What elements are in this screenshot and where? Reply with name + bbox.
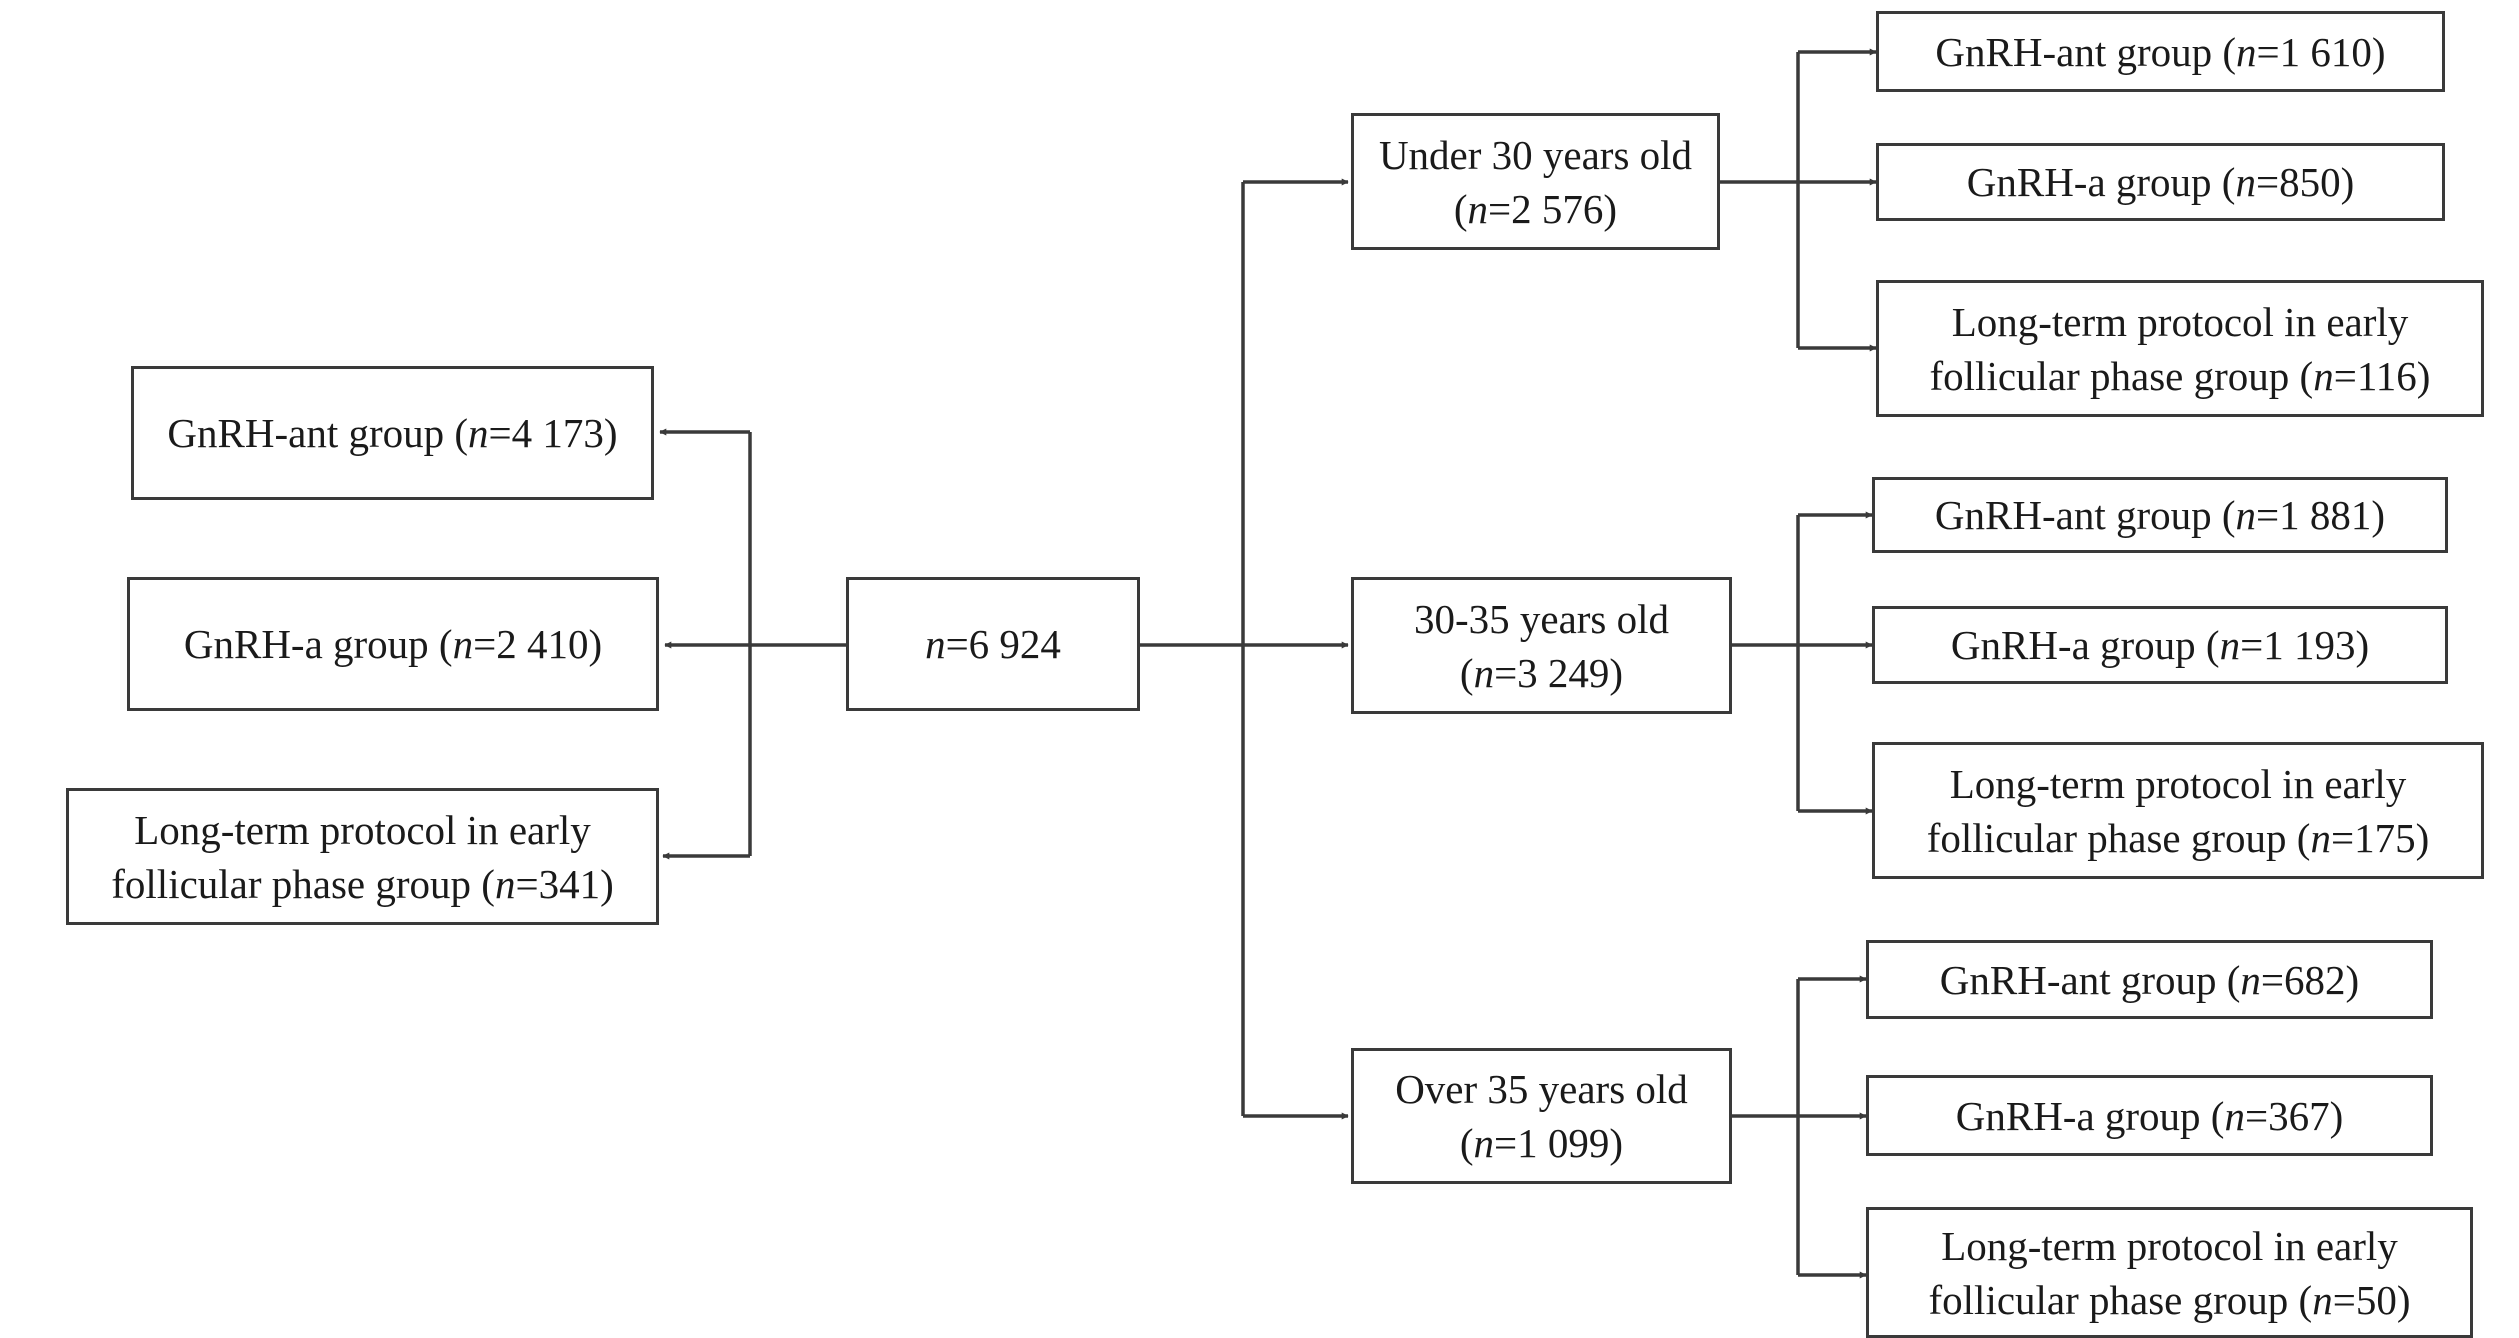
over-35-long-term-n-label: n	[2312, 1276, 2333, 1323]
age-over-35-n-label: n	[1473, 1120, 1495, 1166]
age-30-35-gnrh-a-n-label: n	[2219, 622, 2241, 668]
under-30-gnrh-ant-label: GnRH-ant group (	[1935, 28, 2237, 75]
under-30-gnrh-ant-box: GnRH-ant group (n=1 610)	[1876, 11, 2445, 92]
age-over-35-open: (	[1459, 1120, 1474, 1166]
left-long-term-n-value: =341)	[515, 860, 614, 907]
age-30-35-long-term-n-label: n	[2310, 814, 2331, 861]
over-35-gnrh-ant-n-value: =682)	[2260, 956, 2360, 1003]
age-under-30-n-value: =2 576)	[1488, 185, 1618, 232]
under-30-long-term-line2: follicular phase group (	[1929, 352, 2314, 399]
under-30-long-term-n-value: =116)	[2333, 352, 2431, 399]
age-30-35-long-term-box: Long-term protocol in early follicular ph…	[1872, 742, 2484, 879]
under-30-gnrh-a-n-value: =850)	[2255, 159, 2355, 205]
age-under-30-title: Under 30 years old	[1378, 131, 1693, 178]
root-n-label: n	[925, 621, 946, 667]
age-30-35-gnrh-a-n-value: =1 193)	[2240, 622, 2370, 668]
age-under-30-box: Under 30 years old (n=2 576)	[1351, 113, 1720, 250]
under-30-long-term-line1: Long-term protocol in early	[1951, 298, 2409, 345]
left-gnrh-ant-n-value: =4 173)	[488, 410, 618, 456]
over-35-gnrh-a-n-label: n	[2224, 1092, 2245, 1139]
age-30-35-n-label: n	[1473, 649, 1495, 696]
age-over-35-box: Over 35 years old (n=1 099)	[1351, 1048, 1732, 1184]
age-30-35-gnrh-ant-n-label: n	[2235, 492, 2257, 538]
left-long-term-n-label: n	[494, 860, 516, 907]
left-gnrh-ant-n-label: n	[468, 410, 489, 456]
under-30-long-term-n-label: n	[2313, 352, 2334, 399]
over-35-long-term-box: Long-term protocol in early follicular ph…	[1866, 1207, 2473, 1338]
left-long-term-box: Long-term protocol in early follicular ph…	[66, 788, 659, 925]
left-gnrh-ant-label: GnRH-ant group (	[167, 410, 469, 456]
left-gnrh-ant-box: GnRH-ant group (n=4 173)	[131, 366, 654, 500]
over-35-gnrh-ant-label: GnRH-ant group (	[1939, 956, 2241, 1003]
under-30-gnrh-a-label: GnRH-a group (	[1966, 159, 2236, 205]
left-gnrh-a-n-label: n	[452, 621, 474, 667]
left-long-term-line1: Long-term protocol in early	[134, 806, 591, 853]
age-30-35-box: 30-35 years old (n=3 249)	[1351, 577, 1732, 714]
left-long-term-line2: follicular phase group (	[111, 860, 495, 907]
age-over-35-n-value: =1 099)	[1494, 1120, 1624, 1166]
left-gnrh-a-n-value: =2 410)	[473, 621, 603, 667]
age-under-30-open: (	[1453, 185, 1468, 232]
over-35-long-term-line1: Long-term protocol in early	[1941, 1222, 2398, 1269]
age-30-35-gnrh-a-label: GnRH-a group (	[1950, 622, 2220, 668]
under-30-gnrh-a-box: GnRH-a group (n=850)	[1876, 143, 2445, 221]
over-35-gnrh-a-n-value: =367)	[2244, 1092, 2344, 1139]
age-30-35-gnrh-ant-label: GnRH-ant group (	[1934, 492, 2236, 538]
over-35-gnrh-ant-n-label: n	[2240, 956, 2261, 1003]
over-35-gnrh-ant-box: GnRH-ant group (n=682)	[1866, 940, 2433, 1019]
age-30-35-long-term-line2: follicular phase group (	[1926, 814, 2311, 861]
age-30-35-gnrh-ant-n-value: =1 881)	[2256, 492, 2386, 538]
age-under-30-n-label: n	[1467, 185, 1489, 232]
age-30-35-long-term-line1: Long-term protocol in early	[1949, 760, 2407, 807]
under-30-long-term-box: Long-term protocol in early follicular ph…	[1876, 280, 2484, 417]
under-30-gnrh-ant-n-label: n	[2236, 28, 2257, 75]
under-30-gnrh-ant-n-value: =1 610)	[2256, 28, 2386, 75]
age-30-35-open: (	[1459, 649, 1474, 696]
over-35-gnrh-a-label: GnRH-a group (	[1955, 1092, 2225, 1139]
over-35-long-term-line2: follicular phase group (	[1928, 1276, 2313, 1323]
age-over-35-title: Over 35 years old	[1395, 1066, 1688, 1112]
age-30-35-long-term-n-value: =175)	[2330, 814, 2430, 861]
left-gnrh-a-box: GnRH-a group (n=2 410)	[127, 577, 659, 711]
under-30-gnrh-a-n-label: n	[2235, 159, 2256, 205]
root-node: n=6 924	[846, 577, 1140, 711]
age-30-35-n-value: =3 249)	[1494, 649, 1624, 696]
over-35-gnrh-a-box: GnRH-a group (n=367)	[1866, 1075, 2433, 1156]
age-30-35-title: 30-35 years old	[1413, 595, 1670, 642]
age-30-35-gnrh-a-box: GnRH-a group (n=1 193)	[1872, 606, 2448, 684]
left-gnrh-a-label: GnRH-a group (	[183, 621, 453, 667]
over-35-long-term-n-value: =50)	[2332, 1276, 2411, 1323]
root-n-value: =6 924	[945, 621, 1061, 667]
age-30-35-gnrh-ant-box: GnRH-ant group (n=1 881)	[1872, 477, 2448, 553]
